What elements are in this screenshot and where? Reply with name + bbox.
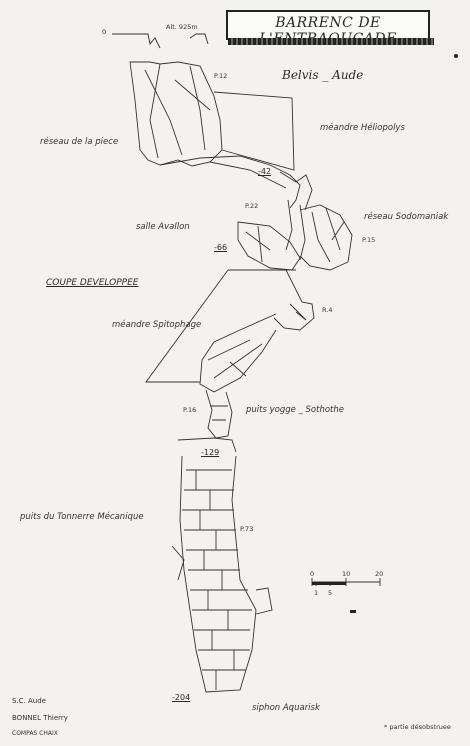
depth-42-label: -42	[258, 167, 272, 176]
salle-avallon-label: salle Avallon	[136, 222, 190, 232]
reseau-piece-label: réseau de la piece	[40, 137, 119, 147]
meandre-spitophage-label: méandre Spitophage	[112, 320, 202, 330]
pitch-p22-label: P.22	[245, 202, 259, 210]
pitch-p12-label: P.12	[214, 72, 228, 80]
pitch-p16-label: P.16	[183, 406, 197, 414]
pitch-p73-label: P.73	[240, 525, 254, 533]
credit-instrument: COMPAS CHAIX	[12, 730, 58, 737]
puits-tonnerre-label: puits du Tonnerre Mécanique	[20, 512, 144, 522]
subtitle: Belvis _ Aude	[282, 68, 364, 82]
scale-tick-5: 5	[328, 589, 333, 597]
meandre-heliopolys-label: méandre Héliopolys	[320, 123, 405, 133]
surface-line	[112, 33, 209, 49]
pitch-r4-label: R.4	[322, 306, 333, 314]
scale-tick-0: 0	[310, 570, 315, 578]
altitude-label: Alt. 925m	[166, 23, 198, 31]
puits-yogge-label: puits yogge _ Sothothe	[246, 405, 344, 415]
siphon-aquarisk-label: siphon Aquarisk	[252, 703, 320, 713]
scale-tick-10: 10	[342, 570, 351, 578]
depth-204-label: -204	[172, 693, 191, 702]
credit-club: S.C. Aude	[12, 697, 46, 705]
scale-tick-1: 1	[314, 589, 319, 597]
pitch-p15-label: P.15	[362, 236, 376, 244]
reseau-sodomaniak-label: réseau Sodomaniak	[364, 212, 449, 222]
scale-tick-20: 20	[375, 570, 384, 578]
partie-desobstruee-note: * partie désobstruee	[384, 723, 451, 731]
top-depth-label: 0	[102, 28, 107, 36]
credit-author: BONNEL Thierry	[12, 714, 68, 722]
section-label: COUPE DEVELOPPEE	[46, 278, 139, 288]
title-box: BARRENC DE L'ENTRAOUCADE	[226, 10, 430, 47]
depth-66-label: -66	[214, 243, 228, 252]
depth-129-label: -129	[201, 448, 220, 457]
title-shadow	[228, 38, 434, 45]
